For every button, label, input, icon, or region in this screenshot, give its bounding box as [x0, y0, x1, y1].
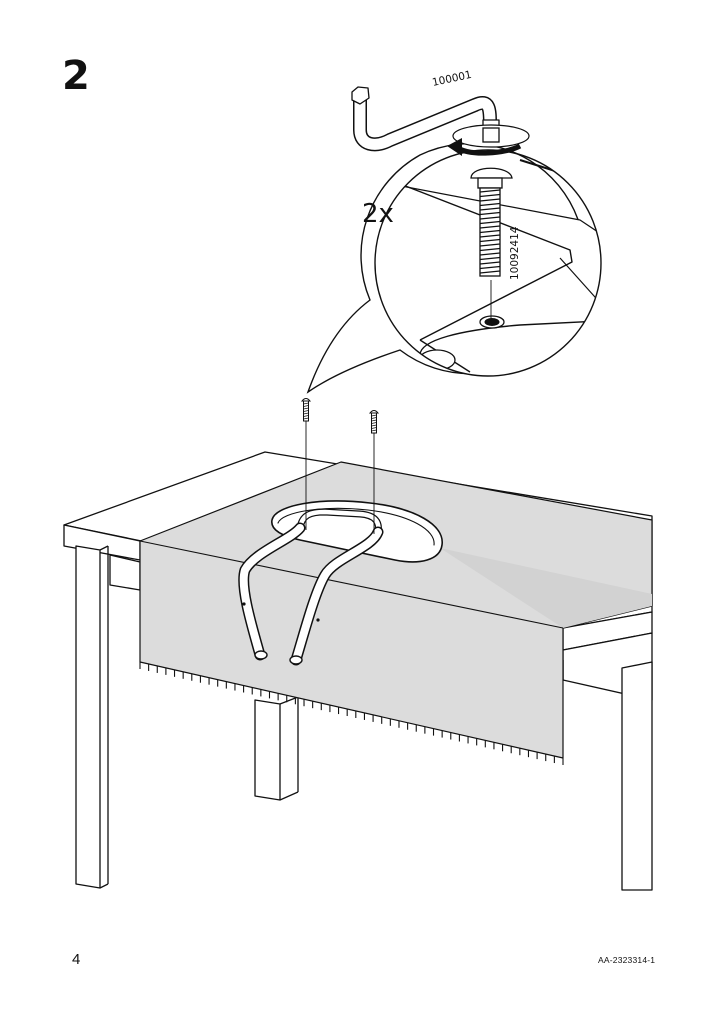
screw-thread [479, 189, 501, 193]
screw-thread [371, 424, 377, 427]
table-leg-front-left [75, 545, 101, 889]
screw-thread [303, 407, 309, 410]
runner-fringe [139, 662, 564, 765]
screw-thread [479, 211, 501, 216]
allen-key-part-number: 100001 [431, 69, 473, 89]
screw-thread [371, 429, 377, 432]
screw-thread [303, 402, 309, 405]
page-number: 4 [72, 951, 81, 968]
screw-thread [479, 220, 501, 225]
screw-guides [305, 420, 375, 534]
screw-thread [479, 202, 501, 207]
screw-thread [303, 410, 309, 412]
screw-thread [479, 247, 501, 252]
rotate-arrow-icon [447, 124, 530, 156]
screw-thread [479, 261, 501, 265]
quantity-label: 2x [362, 199, 394, 229]
screw-thread [479, 225, 501, 229]
screw-thread [303, 415, 309, 417]
screw-thread [303, 417, 309, 420]
screw-part-number: 10092414 [509, 226, 521, 280]
screw-thread [479, 270, 501, 274]
screw-thread [303, 405, 309, 407]
screw-thread [479, 216, 501, 220]
screw-thread [371, 422, 377, 424]
screw-thread [479, 252, 501, 256]
screw-thread [371, 414, 377, 417]
table-leg-front-right [621, 661, 653, 891]
screw-thread [479, 234, 501, 238]
screw-thread [479, 265, 501, 270]
table-leg-back [254, 699, 281, 801]
chair-leg-frame [238, 500, 443, 666]
step-number: 2 [62, 53, 90, 99]
screw-thread [371, 417, 377, 419]
screw-thread [479, 243, 501, 247]
screw-thread [479, 256, 501, 261]
detail-callout [306, 142, 602, 394]
document-code: AA-2323314-1 [598, 955, 656, 965]
screw-icon [300, 398, 380, 434]
screw-thread [371, 419, 377, 422]
screw-thread [303, 412, 309, 415]
screw-thread [479, 207, 501, 211]
screw-thread [479, 198, 501, 202]
screw-thread [479, 229, 501, 234]
table-runner [139, 461, 653, 759]
screw-thread [479, 193, 501, 198]
screw-thread [371, 427, 377, 429]
screw-thread [479, 238, 501, 243]
